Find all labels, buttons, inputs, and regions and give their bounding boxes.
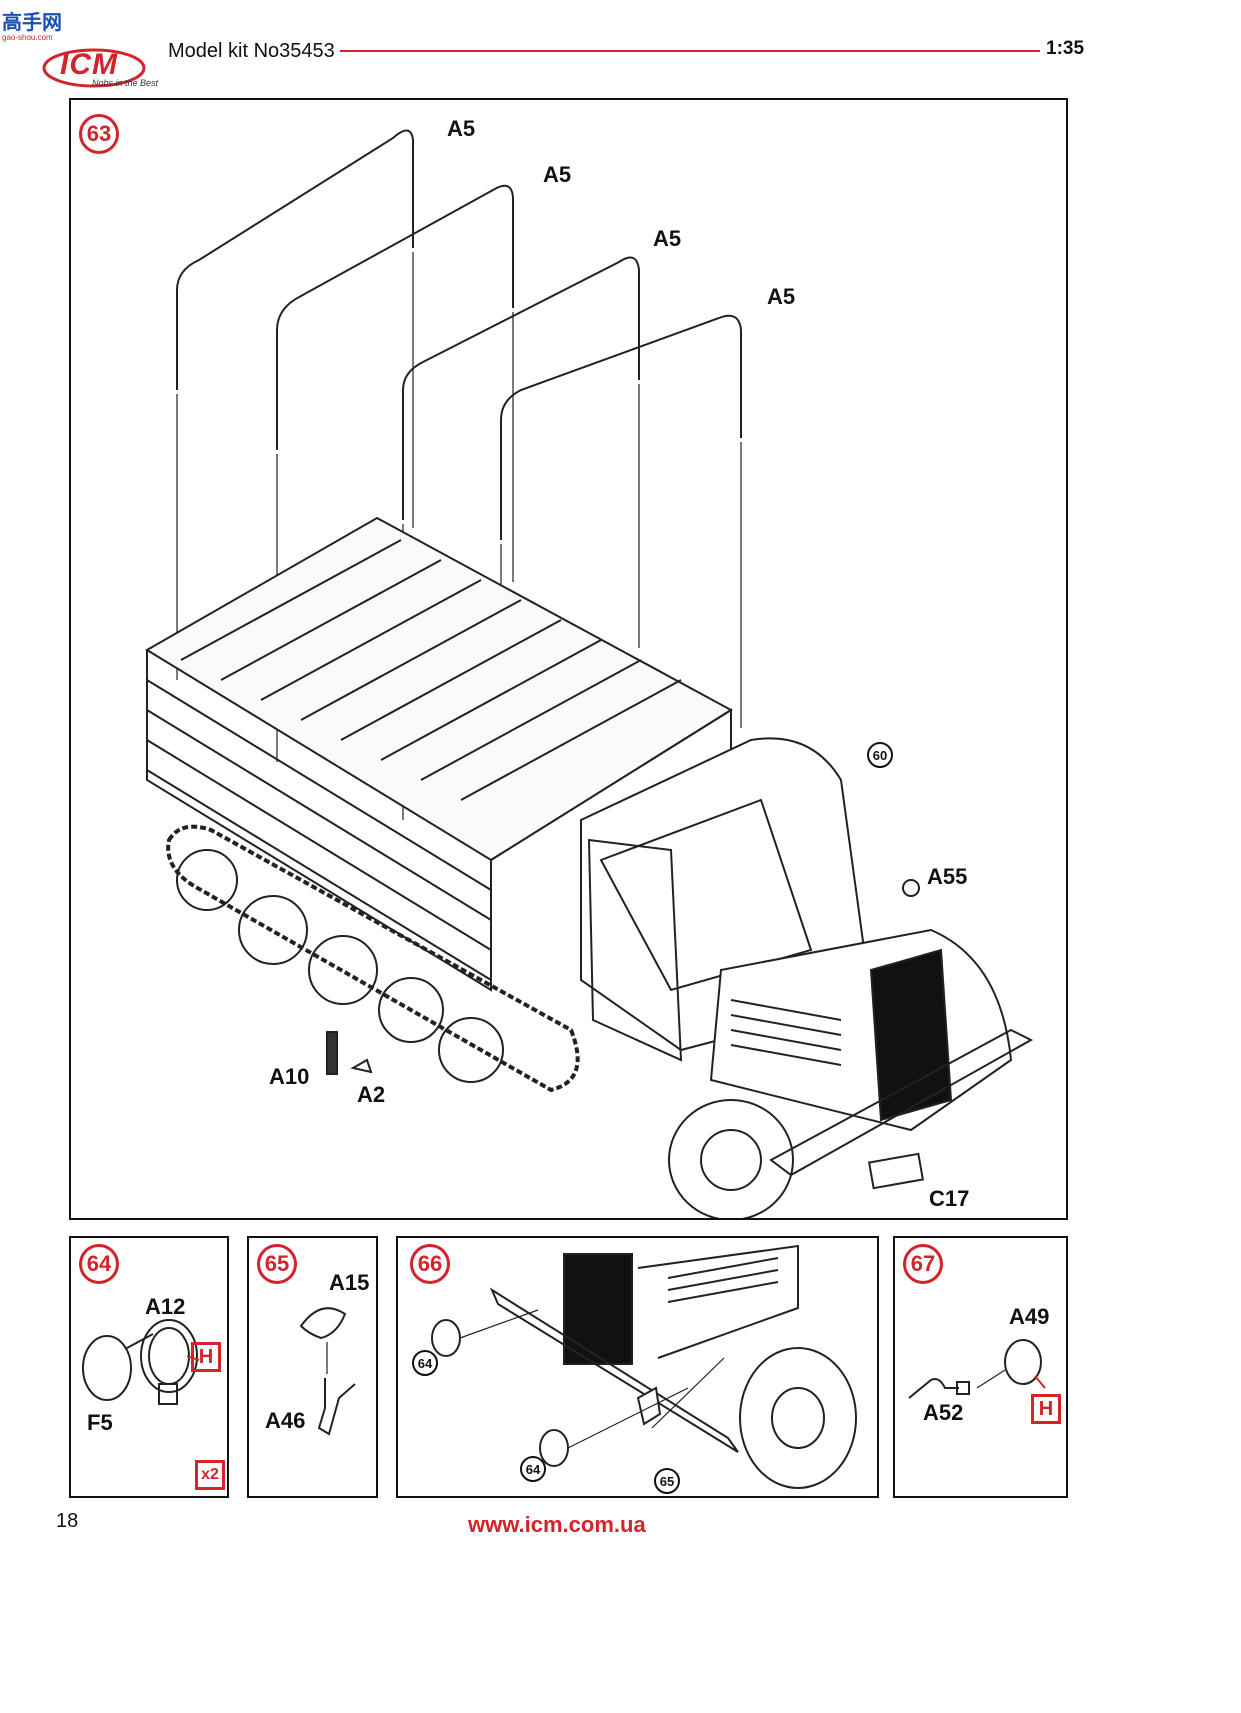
watermark-text: 高手网 (2, 10, 62, 34)
ref-step-64-a: 64 (412, 1350, 438, 1376)
paint-code-h: H (191, 1342, 221, 1372)
website-link[interactable]: www.icm.com.ua (468, 1512, 646, 1537)
step-65-panel: 65 A15 A46 (247, 1236, 378, 1498)
crank-handle-illustration (908, 1339, 1046, 1399)
label-a2: A2 (357, 1082, 386, 1107)
step-64-number: 64 (79, 1244, 119, 1284)
front-detail-illustration (431, 1244, 857, 1489)
icm-logo: ICM Nobs in the Best (42, 36, 158, 90)
halftrack-illustration (145, 129, 1034, 1218)
quantity-badge: x2 (195, 1460, 225, 1490)
headlight-illustration (82, 1319, 200, 1405)
label-a49: A49 (1009, 1304, 1050, 1329)
label-a52: A52 (923, 1400, 964, 1425)
brand-name: ICM (60, 48, 118, 81)
label-f5: F5 (87, 1410, 113, 1435)
label-a5-2: A5 (543, 162, 572, 187)
step-63-number: 63 (79, 114, 119, 154)
step-66-number: 66 (410, 1244, 450, 1284)
label-a15: A15 (329, 1270, 370, 1295)
header-rule (340, 50, 1040, 52)
paint-code-h: H (1031, 1394, 1061, 1424)
page-number: 18 (56, 1510, 79, 1532)
step-66-panel: 66 64 64 65 (396, 1236, 879, 1498)
label-a10: A10 (269, 1064, 310, 1089)
icm-logo-icon (42, 48, 146, 88)
label-a46: A46 (265, 1408, 306, 1433)
ref-step-65: 65 (654, 1468, 680, 1494)
label-c17: C17 (929, 1186, 970, 1211)
step-65-number: 65 (257, 1244, 297, 1284)
brand-tagline: Nobs in the Best (92, 78, 159, 88)
step-67-number: 67 (903, 1244, 943, 1284)
watermark-url: gao-shou.com (2, 33, 53, 42)
label-a55: A55 (927, 864, 968, 889)
label-a5-3: A5 (653, 226, 682, 251)
step-67-panel: 67 A49 A52 H (893, 1236, 1068, 1498)
ref-step-60: 60 (867, 742, 893, 768)
label-a5-4: A5 (767, 284, 796, 309)
step-63-panel: 63 A5 A5 A5 A5 60 A55 A10 A2 C17 (69, 98, 1068, 1220)
ref-step-64-b: 64 (520, 1456, 546, 1482)
step-64-panel: 64 A12 H F5 x2 (69, 1236, 229, 1498)
watermark: 高手网 gao-shou.com (2, 6, 64, 42)
scale-label: 1:35 (1046, 38, 1085, 59)
label-a12: A12 (145, 1294, 186, 1319)
label-a5-1: A5 (447, 116, 476, 141)
kit-title: Model kit No35453 (168, 40, 335, 62)
mirror-illustration (299, 1307, 356, 1436)
